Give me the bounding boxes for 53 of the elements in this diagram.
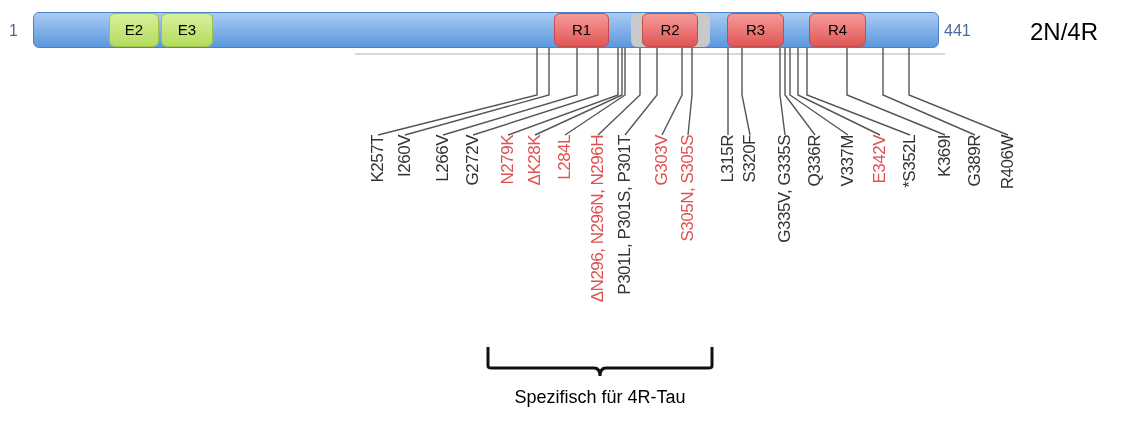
- mutation-label: K369I: [936, 135, 954, 177]
- leader-line: [624, 47, 658, 136]
- leader-line: [846, 47, 946, 136]
- leader-line: [597, 47, 641, 136]
- mutation-label: S320F: [741, 135, 759, 183]
- mutation-label: G272V: [464, 135, 482, 186]
- mutation-label: G389R: [966, 135, 984, 187]
- leader-line: [534, 47, 623, 136]
- mutation-label: G335V, G335S: [776, 135, 794, 243]
- mutation-label: I260V: [396, 135, 414, 177]
- leader-line: [727, 47, 729, 136]
- leader-line: [442, 47, 578, 136]
- leader-line: [507, 47, 619, 136]
- leader-line: [404, 47, 550, 136]
- end-position-label: 441: [944, 21, 971, 41]
- leader-line: [377, 47, 538, 136]
- leader-line: [882, 47, 976, 136]
- exon-domain: E3: [161, 13, 213, 47]
- leader-line: [687, 47, 693, 136]
- repeat-domain: R1: [554, 13, 609, 47]
- mutation-label: Q336R: [806, 135, 824, 187]
- leader-line: [564, 47, 626, 136]
- leader-line: [661, 47, 683, 136]
- leader-line: [472, 47, 599, 136]
- mutation-label: G303V: [653, 135, 671, 186]
- mutation-label: L315R: [719, 135, 737, 183]
- mutation-label: E342V: [871, 135, 889, 184]
- protein-bar: [33, 12, 939, 48]
- mutation-label: S305N, S305S: [679, 135, 697, 242]
- repeat-domain: R4: [809, 13, 866, 47]
- leader-line: [806, 47, 911, 136]
- mutation-label: ΔN296, N296N, N296H: [589, 135, 607, 303]
- mutation-label: L284L: [556, 135, 574, 180]
- mutation-label: N279K: [499, 135, 517, 185]
- isoform-label: 2N/4R: [1030, 17, 1099, 47]
- leader-line: [908, 47, 1009, 136]
- leader-line: [779, 47, 786, 136]
- leader-line: [741, 47, 751, 136]
- mutation-label: ΔK28K: [526, 135, 544, 186]
- mutation-label: P301L, P301S, P301T: [616, 135, 634, 295]
- leader-line: [789, 47, 849, 136]
- leader-line: [784, 47, 816, 136]
- mutation-label: L266V: [434, 135, 452, 182]
- bracket-caption: Spezifisch für 4R-Tau: [514, 386, 686, 409]
- leader-line: [797, 47, 881, 136]
- mutation-label: *S352L: [901, 135, 919, 188]
- mutation-label: R406W: [999, 135, 1017, 190]
- mutation-label: K257T: [369, 135, 387, 183]
- exon-domain: E2: [109, 13, 159, 47]
- repeat-domain: R3: [727, 13, 784, 47]
- start-position-label: 1: [9, 21, 18, 41]
- repeat-domain: R2: [642, 13, 698, 47]
- mutation-label: V337M: [839, 135, 857, 187]
